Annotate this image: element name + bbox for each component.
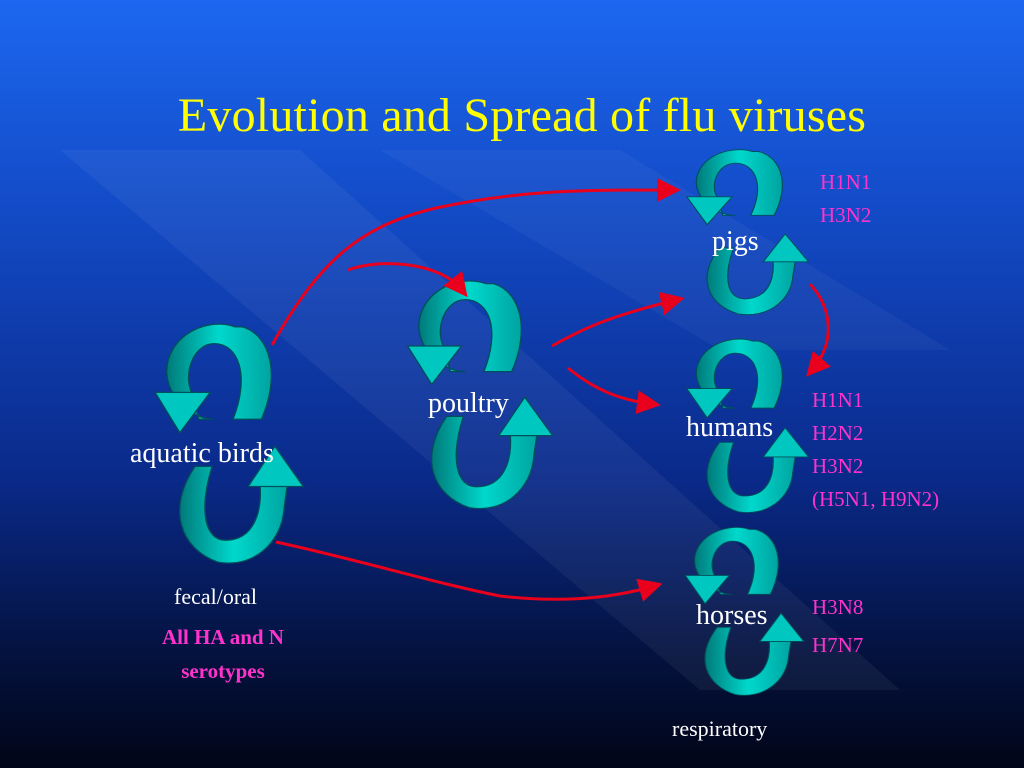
serotypes-humans: H1N1 H2N2 H3N2 (H5N1, H9N2) [812,384,939,516]
serotype-item: H1N1 [820,170,872,194]
arrow-birds-to-pigs [270,178,681,346]
node-label-horses: horses [696,600,768,631]
all-serotypes-line-2: serotypes [181,659,265,683]
node-label-humans: humans [686,412,774,443]
serotype-item: H3N8 [812,595,864,619]
arrow-poultry-to-pigs [551,291,685,348]
serotypes-pigs: H1N1 H3N2 [820,166,871,232]
node-label-aquatic-birds: aquatic birds [130,438,274,469]
serotypes-horses: H3N8 H7N7 [812,588,863,664]
serotype-item: H7N7 [812,633,864,657]
serotype-item: H3N2 [820,203,872,227]
all-serotypes-line-1: All HA and N [162,625,284,649]
arrow-birds-to-horses [275,540,663,602]
serotype-item: (H5N1, H9N2) [812,487,940,511]
serotype-item: H2N2 [812,421,864,445]
transmission-note-fecal-oral: fecal/oral [174,584,258,609]
arrow-birds-to-poultry [347,262,468,298]
arrow-poultry-to-humans [567,366,661,415]
node-label-poultry: poultry [428,388,509,419]
transmission-note-respiratory: respiratory [672,716,768,741]
serotype-item: H3N2 [812,454,864,478]
serotype-item: H1N1 [812,388,864,412]
all-serotypes-note: All HA and N serotypes [128,620,318,688]
arrow-pigs-to-humans [806,282,831,377]
slide-title: Evolution and Spread of flu viruses [177,89,867,142]
node-label-pigs: pigs [712,226,759,257]
